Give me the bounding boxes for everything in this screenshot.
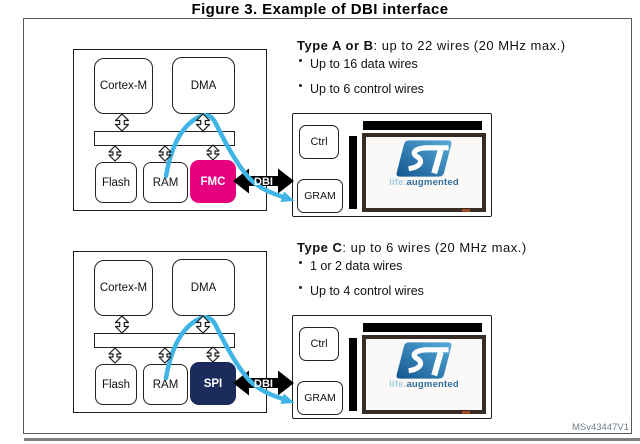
- ctrl-box: Ctrl: [299, 125, 339, 159]
- bullet-item: Up to 4 control wires: [299, 284, 424, 298]
- dma-label: DMA: [190, 79, 217, 92]
- dma-box: DMA: [172, 259, 235, 316]
- screen-power-led: [462, 411, 470, 414]
- dma-label: DMA: [190, 281, 217, 294]
- bullet-item: Up to 6 control wires: [299, 82, 424, 96]
- type-heading-rest: : up to 22 wires (20 MHz max.): [373, 38, 566, 53]
- cortex-m-box: Cortex-M: [94, 58, 153, 114]
- logo-caption: life.augmented: [389, 380, 459, 390]
- bullet-text: Up to 16 data wires: [310, 57, 418, 71]
- flash-label: Flash: [101, 378, 131, 391]
- fmc-box: FMC: [190, 160, 236, 203]
- st-logo-icon: [396, 140, 452, 177]
- bullet-item: Up to 16 data wires: [299, 57, 418, 71]
- figure-title: Figure 3. Example of DBI interface: [191, 1, 449, 18]
- bullet-text: Up to 4 control wires: [310, 284, 424, 298]
- display-top-bar: [363, 323, 482, 332]
- caption-life: life.: [389, 177, 407, 188]
- display-connector-bar: [349, 338, 357, 411]
- flash-box: Flash: [95, 162, 137, 203]
- display-top-bar: [363, 121, 482, 130]
- bullet-dot-icon: [299, 261, 302, 264]
- display-module-box: Ctrl GRAM life.augmented: [292, 315, 492, 419]
- ram-box: RAM: [143, 162, 188, 203]
- type-heading: Type C: up to 6 wires (20 MHz max.): [297, 240, 527, 255]
- gram-box: GRAM: [297, 381, 343, 415]
- dma-box: DMA: [172, 57, 235, 114]
- page-footer-rule: [24, 438, 640, 441]
- gram-box: GRAM: [297, 179, 343, 213]
- cortex-m-label: Cortex-M: [99, 80, 148, 92]
- panel-type-ab: Cortex-M DMA Flash RAM FMC Type A or B: …: [0, 0, 640, 217]
- flash-label: Flash: [101, 176, 131, 189]
- type-heading: Type A or B: up to 22 wires (20 MHz max.…: [297, 38, 566, 53]
- lcd-screen: life.augmented: [362, 335, 486, 414]
- ctrl-label: Ctrl: [310, 136, 328, 148]
- lcd-screen: life.augmented: [362, 133, 486, 212]
- st-logo-icon: [396, 342, 452, 379]
- figure-frame: [23, 18, 632, 434]
- type-heading-bold: Type C: [297, 240, 343, 255]
- type-heading-rest: : up to 6 wires (20 MHz max.): [342, 240, 527, 255]
- caption-augmented: augmented: [406, 177, 459, 188]
- ram-label: RAM: [152, 378, 179, 391]
- bullet-dot-icon: [299, 84, 302, 87]
- system-bus-bar: [94, 333, 235, 348]
- panel-type-c: Cortex-M DMA Flash RAM SPI Type C: up to…: [0, 202, 640, 419]
- bullet-dot-icon: [299, 59, 302, 62]
- ctrl-box: Ctrl: [299, 327, 339, 361]
- caption-life: life.: [389, 379, 407, 390]
- spi-label: SPI: [203, 377, 223, 390]
- caption-augmented: augmented: [406, 379, 459, 390]
- logo-caption: life.augmented: [389, 178, 459, 188]
- type-heading-bold: Type A or B: [297, 38, 374, 53]
- display-module-box: Ctrl GRAM life.augmented: [292, 113, 492, 217]
- bullet-text: 1 or 2 data wires: [310, 259, 403, 273]
- screen-power-led: [462, 209, 470, 212]
- bullet-dot-icon: [299, 286, 302, 289]
- ctrl-label: Ctrl: [310, 338, 328, 350]
- figure-reference-code: MSv43447V1: [571, 422, 629, 433]
- ram-label: RAM: [152, 176, 179, 189]
- system-bus-bar: [94, 131, 235, 146]
- spi-box: SPI: [190, 362, 236, 405]
- cortex-m-label: Cortex-M: [99, 282, 148, 294]
- display-connector-bar: [349, 136, 357, 209]
- gram-label: GRAM: [304, 190, 336, 202]
- ram-box: RAM: [143, 364, 188, 405]
- cortex-m-box: Cortex-M: [94, 260, 153, 316]
- bullet-item: 1 or 2 data wires: [299, 259, 402, 273]
- fmc-label: FMC: [200, 175, 226, 188]
- gram-label: GRAM: [304, 392, 336, 404]
- bullet-text: Up to 6 control wires: [310, 82, 424, 96]
- flash-box: Flash: [95, 364, 137, 405]
